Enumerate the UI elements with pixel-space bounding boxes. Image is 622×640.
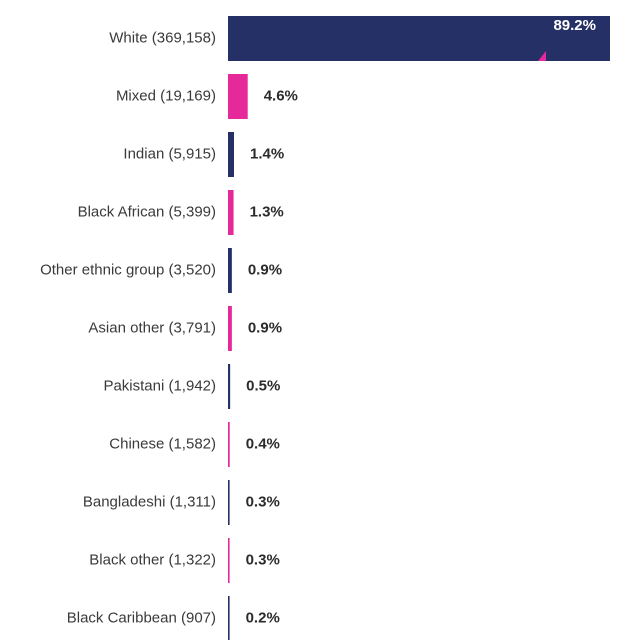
value-label-1: 4.6%	[264, 87, 298, 104]
value-label-2: 1.4%	[250, 145, 284, 162]
value-tab-accent-0	[538, 51, 546, 61]
category-label-3: Black African (5,399)	[78, 203, 216, 220]
value-label-4: 0.9%	[248, 261, 282, 278]
bar-7	[228, 422, 230, 467]
bar-4	[228, 248, 232, 293]
bar-8	[228, 480, 230, 525]
bar-5	[228, 306, 232, 351]
category-label-2: Indian (5,915)	[123, 145, 216, 162]
value-label-9: 0.3%	[246, 551, 280, 568]
value-label-10: 0.2%	[246, 609, 280, 626]
value-label-5: 0.9%	[248, 319, 282, 336]
category-label-0: White (369,158)	[109, 29, 216, 46]
category-label-7: Chinese (1,582)	[109, 435, 216, 452]
category-label-6: Pakistani (1,942)	[103, 377, 216, 394]
category-label-10: Black Caribbean (907)	[67, 609, 216, 626]
labels-layer: White (369,158) 89.2% Mixed (19,169) 4.6% In…	[40, 17, 596, 627]
value-label-7: 0.4%	[246, 435, 280, 452]
bar-2	[228, 132, 234, 177]
bar-3	[228, 190, 234, 235]
category-label-1: Mixed (19,169)	[116, 87, 216, 104]
value-tab-0	[534, 16, 606, 46]
bar-6	[228, 364, 231, 409]
value-label-3: 1.3%	[250, 203, 284, 220]
value-label-6: 0.5%	[246, 377, 280, 394]
bar-1	[228, 74, 248, 119]
bars-layer	[228, 16, 610, 640]
category-label-5: Asian other (3,791)	[88, 319, 216, 336]
value-label-8: 0.3%	[246, 493, 280, 510]
bar-9	[228, 538, 230, 583]
value-label-0: 89.2%	[553, 17, 596, 34]
category-label-9: Black other (1,322)	[89, 551, 216, 568]
category-label-8: Bangladeshi (1,311)	[83, 493, 216, 510]
bar-10	[228, 596, 230, 640]
category-label-4: Other ethnic group (3,520)	[40, 261, 216, 278]
